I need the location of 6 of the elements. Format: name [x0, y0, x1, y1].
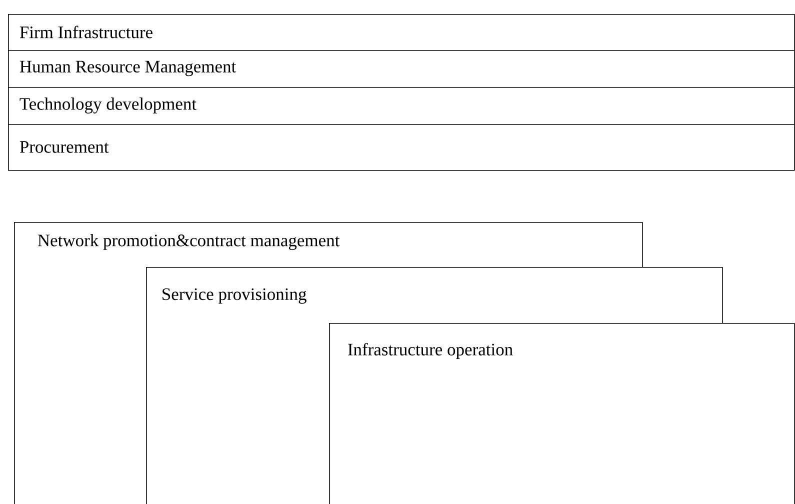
- table-row: Procurement: [8, 124, 795, 171]
- table-row: Technology development: [8, 87, 795, 125]
- layer-box: Infrastructure operation: [329, 323, 795, 504]
- table-row: Firm Infrastructure: [8, 14, 795, 51]
- node-label: Service provisioning: [162, 288, 306, 304]
- table-row: Human Resource Management: [8, 50, 795, 88]
